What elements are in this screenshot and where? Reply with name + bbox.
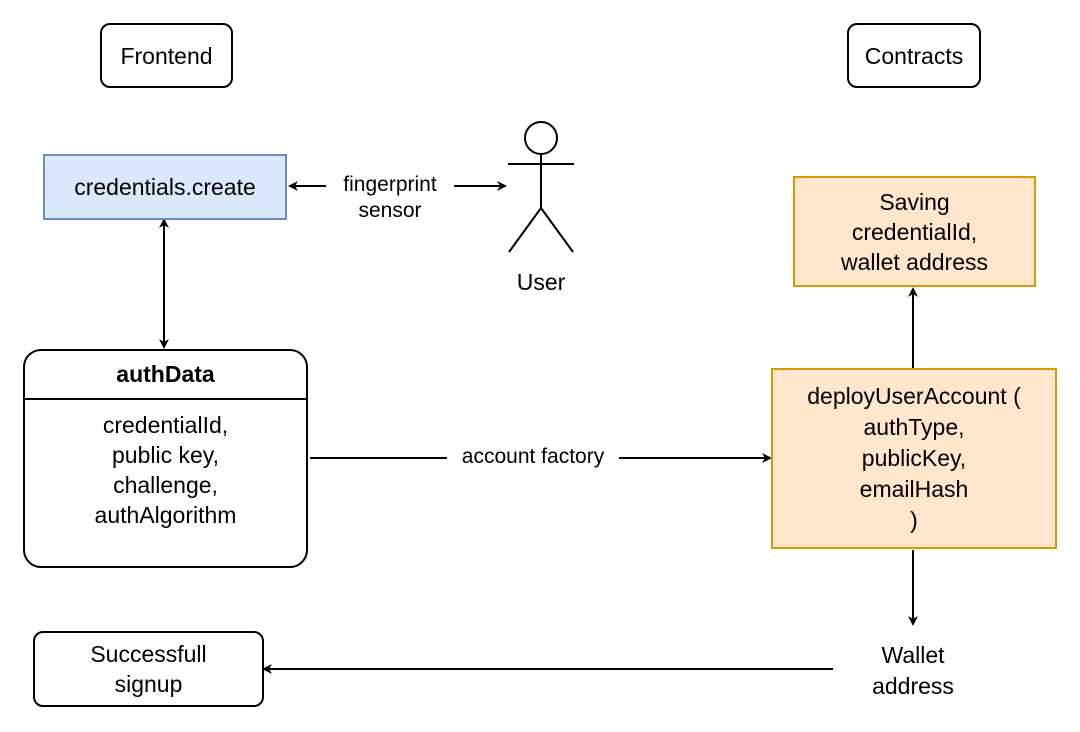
user-actor-icon xyxy=(508,121,574,253)
contracts-header: Contracts xyxy=(847,23,981,88)
fingerprint-sensor-label: fingerprint sensor xyxy=(326,172,454,224)
credentials-create-node: credentials.create xyxy=(43,154,287,220)
user-label: User xyxy=(516,269,566,295)
successfull-signup-node: Successfull signup xyxy=(33,631,264,707)
authdata-title: authData xyxy=(25,351,306,400)
saving-node: Saving credentialId, wallet address xyxy=(793,176,1036,287)
authdata-node: authData credentialId, public key, chall… xyxy=(23,349,308,568)
deploy-user-account-node: deployUserAccount ( authType, publicKey,… xyxy=(771,368,1057,549)
frontend-header: Frontend xyxy=(100,23,233,88)
wallet-address-label: Wallet address xyxy=(872,642,954,699)
account-factory-label: account factory xyxy=(447,444,619,470)
authdata-fields: credentialId, public key, challenge, aut… xyxy=(94,412,237,528)
